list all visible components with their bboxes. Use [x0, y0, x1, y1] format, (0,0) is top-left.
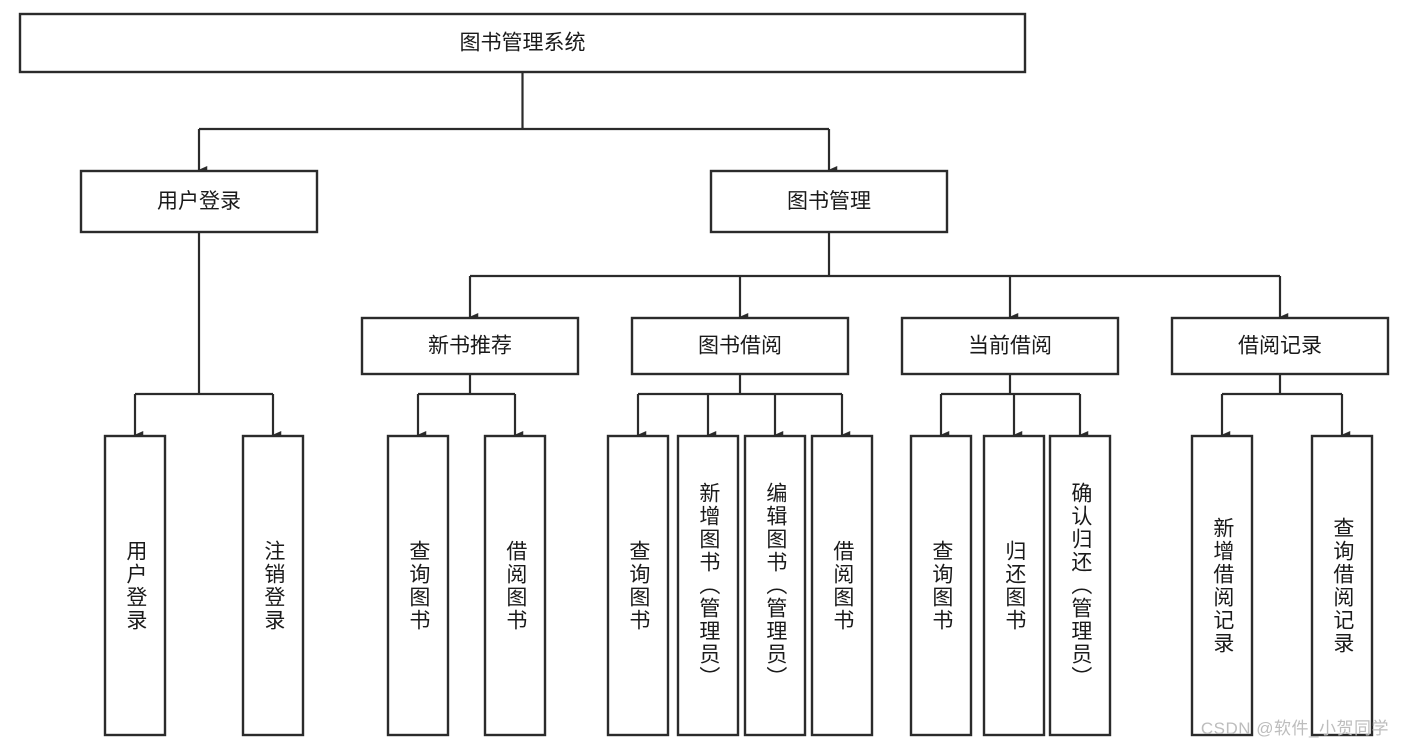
node-label-newbook: 新书推荐	[428, 335, 512, 358]
node-box-leaf-current-query[interactable]	[909, 434, 973, 737]
node-box-bookmgmt[interactable]	[709, 169, 949, 234]
node-box-leaf-borrow-lend[interactable]	[810, 434, 874, 737]
node-label-borrow: 图书借阅	[698, 335, 782, 358]
node-box-leaf-user-logout[interactable]	[241, 434, 305, 737]
watermark: CSDN @软件_小贺同学	[1200, 719, 1389, 738]
node-box-leaf-new-query[interactable]	[386, 434, 450, 737]
node-box-newbook[interactable]	[360, 316, 580, 376]
node-box-root[interactable]	[18, 12, 1027, 74]
node-box-current[interactable]	[900, 316, 1120, 376]
node-box-borrow[interactable]	[630, 316, 850, 376]
node-label-current: 当前借阅	[968, 335, 1052, 358]
node-label-root: 图书管理系统	[460, 32, 586, 55]
edge-layer	[133, 72, 1351, 440]
node-box-leaf-borrow-query[interactable]	[606, 434, 670, 737]
node-box-login[interactable]	[79, 169, 319, 234]
node-box-leaf-records-add[interactable]	[1190, 434, 1254, 737]
node-label-bookmgmt: 图书管理	[787, 190, 871, 213]
node-box-layer	[18, 12, 1390, 737]
node-label-login: 用户登录	[157, 190, 241, 213]
node-box-leaf-records-query[interactable]	[1310, 434, 1374, 737]
node-label-records: 借阅记录	[1238, 335, 1322, 358]
node-box-records[interactable]	[1170, 316, 1390, 376]
node-box-leaf-user-login[interactable]	[103, 434, 167, 737]
node-box-leaf-borrow-add[interactable]	[676, 434, 740, 737]
node-box-leaf-current-return[interactable]	[982, 434, 1046, 737]
node-box-leaf-new-borrow[interactable]	[483, 434, 547, 737]
node-box-leaf-borrow-edit[interactable]	[743, 434, 807, 737]
node-box-leaf-current-confirm[interactable]	[1048, 434, 1112, 737]
